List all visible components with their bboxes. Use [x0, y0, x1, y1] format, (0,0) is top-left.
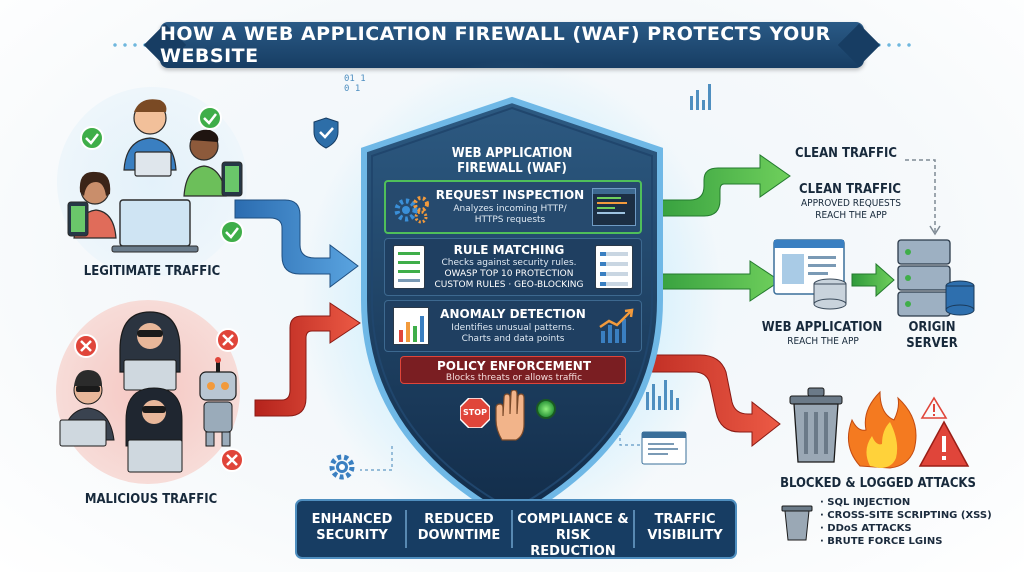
benefit-line: COMPLIANCE &: [517, 512, 629, 527]
panel-request-inspection: REQUEST INSPECTION Analyzes incoming HTT…: [384, 180, 642, 234]
warning-icon: [918, 420, 970, 467]
attack-label: SQL INJECTION: [827, 497, 911, 508]
panel-desc-line: OWASP TOP 10 PROTECTION: [444, 269, 574, 279]
attack-label: BRUTE FORCE LGINS: [827, 536, 943, 547]
stop-sign-icon: STOP: [459, 397, 491, 429]
gear-icon: [329, 454, 355, 480]
blocked-arrow: [609, 354, 781, 448]
attack-label: CROSS-SITE SCRIPTING (XSS): [827, 510, 992, 521]
malicious-traffic-label: MALICIOUS TRAFFIC: [84, 492, 218, 507]
list-item: · BRUTE FORCE LGINS: [820, 536, 943, 547]
origin-server-label: ORIGIN SERVER: [890, 320, 974, 352]
origin-server-line: ORIGIN: [908, 320, 956, 335]
check-badge-icon: [220, 220, 244, 244]
clean-traffic-top-label: CLEAN TRAFFIC: [795, 146, 897, 161]
origin-server-line: SERVER: [906, 336, 958, 351]
small-trash-icon: [781, 505, 813, 541]
panel-desc: Checks against security rules. OWASP TOP…: [425, 258, 593, 291]
panel-desc-line: Identifies unusual patterns.: [451, 323, 575, 333]
benefit-traffic-visibility: TRAFFIC VISIBILITY: [636, 512, 734, 544]
attack-list: · SQL INJECTION · CROSS-SITE SCRIPTING (…: [820, 496, 1010, 548]
panel-desc: Analyzes incoming HTTP/ HTTPS requests: [430, 204, 590, 226]
banner-dots-left: [110, 43, 150, 47]
browser-window-deco: [641, 431, 687, 465]
check-badge-icon: [80, 126, 104, 150]
bar-chart-deco-top: [690, 84, 711, 110]
origin-server-illustration: [897, 239, 975, 317]
list-item: · CROSS-SITE SCRIPTING (XSS): [820, 510, 992, 521]
x-badge-icon: [220, 448, 244, 472]
legit-arrow: [234, 199, 359, 288]
web-application-illustration: [773, 239, 847, 310]
warning-icon-small: [920, 396, 948, 419]
panel-title: REQUEST INSPECTION: [435, 188, 585, 202]
app-to-server-arrow: [851, 262, 895, 298]
clean-traffic-desc: APPROVED REQUESTS REACH THE APP: [776, 198, 926, 222]
attack-label: DDoS ATTACKS: [827, 523, 912, 534]
panel-desc-line: HTTPS requests: [474, 215, 546, 225]
benefit-line: RISK REDUCTION: [530, 528, 616, 559]
banner-dots-right: [874, 43, 914, 47]
web-application-title: WEB APPLICATION: [761, 320, 883, 335]
benefit-line: ENHANCED: [311, 512, 393, 527]
stop-sign-text: STOP: [463, 408, 487, 417]
hand-icon: [494, 389, 530, 442]
benefit-reduced-downtime: REDUCED DOWNTIME: [408, 512, 510, 544]
list-item: · DDoS ATTACKS: [820, 523, 912, 534]
blocked-attacks-title: BLOCKED & LOGGED ATTACKS: [780, 476, 976, 491]
list-window-icon: [595, 245, 633, 289]
list-item: · SQL INJECTION: [820, 497, 911, 508]
legit-traffic-label: LEGITIMATE TRAFFIC: [83, 264, 221, 279]
green-light-icon: [536, 399, 556, 419]
x-badge-icon: [216, 328, 240, 352]
panel-title: ANOMALY DETECTION: [440, 307, 586, 321]
binary-stream: 01 1 0 1: [344, 74, 366, 94]
benefit-enhanced-security: ENHANCED SECURITY: [300, 512, 404, 544]
trend-chart-icon: [597, 307, 635, 345]
chart-window-icon: [393, 307, 429, 345]
benefit-line: SECURITY: [316, 528, 388, 543]
code-window-icon: [592, 188, 636, 226]
legit-users-illustration: [67, 99, 244, 253]
clean-traffic-desc-line: APPROVED REQUESTS: [801, 198, 901, 209]
bar-chart-deco-bottom: [646, 380, 679, 410]
benefit-line: TRAFFIC: [654, 512, 716, 527]
trash-can-icon: [789, 387, 843, 463]
shield-title-line1: WEB APPLICATION: [451, 146, 573, 161]
malicious-actors-illustration: [59, 311, 244, 473]
checklist-icon: [393, 245, 425, 289]
panel-desc: Identifies unusual patterns. Charts and …: [429, 323, 597, 345]
fire-icon: [847, 390, 917, 469]
small-shield-icon: [313, 117, 339, 149]
malicious-arrow: [254, 302, 361, 417]
shield-title: WEB APPLICATION FIREWALL (WAF): [412, 146, 612, 176]
page-title: HOW A WEB APPLICATION FIREWALL (WAF) PRO…: [160, 23, 831, 67]
panel-desc-line: Charts and data points: [461, 334, 565, 344]
panel-policy-enforcement: POLICY ENFORCEMENT Blocks threats or all…: [400, 356, 626, 384]
web-application-desc: REACH THE APP: [787, 336, 859, 347]
benefit-line: REDUCED: [424, 512, 494, 527]
panel-desc-line: Checks against security rules.: [441, 258, 577, 268]
clean-traffic-desc-line: REACH THE APP: [815, 210, 887, 221]
x-badge-icon: [74, 334, 98, 358]
panel-rule-matching: RULE MATCHING Checks against security ru…: [384, 238, 642, 296]
benefit-compliance: COMPLIANCE & RISK REDUCTION: [512, 512, 634, 560]
panel-title: RULE MATCHING: [453, 243, 565, 257]
clean-arrow-top: [639, 154, 791, 217]
clean-traffic-title: CLEAN TRAFFIC: [799, 182, 901, 197]
panel-desc-line: Analyzes incoming HTTP/: [453, 204, 567, 214]
check-badge-icon: [198, 106, 222, 130]
panel-anomaly-detection: ANOMALY DETECTION Identifies unusual pat…: [384, 300, 642, 352]
title-banner: HOW A WEB APPLICATION FIREWALL (WAF) PRO…: [160, 22, 864, 68]
panel-desc: Blocks threats or allows traffic: [445, 373, 583, 383]
dashed-to-gear: [360, 446, 393, 471]
benefit-line: DOWNTIME: [417, 528, 501, 543]
panel-title: POLICY ENFORCEMENT: [436, 359, 592, 373]
gears-icon: [392, 192, 430, 226]
panel-desc-line: CUSTOM RULES · GEO-BLOCKING: [434, 280, 584, 290]
dashed-connector: [905, 159, 936, 232]
benefit-line: VISIBILITY: [647, 528, 723, 543]
shield-title-line2: FIREWALL (WAF): [457, 161, 567, 176]
